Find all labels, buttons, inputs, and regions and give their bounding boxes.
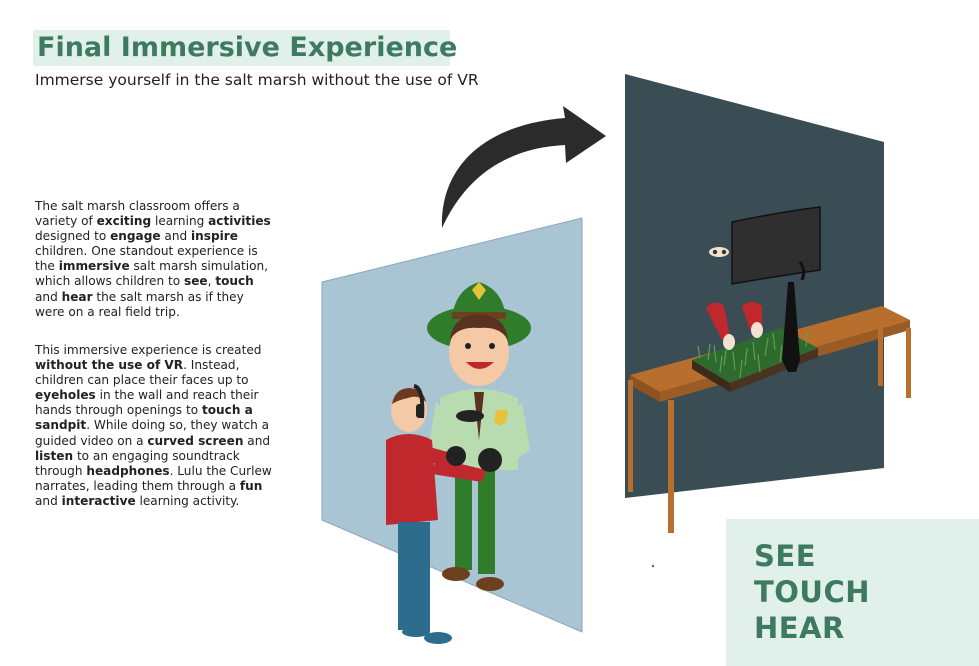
- cta-hear: HEAR: [754, 611, 845, 645]
- text-run: were on a real field trip.: [35, 304, 180, 319]
- text-line: The salt marsh classroom offers a: [35, 199, 275, 214]
- cta-see: SEE: [754, 539, 817, 573]
- text-run: narrates, leading them through a: [35, 478, 240, 493]
- text-run: children. One standout experience is: [35, 244, 258, 259]
- text-run: headphones: [86, 463, 170, 478]
- text-run: the salt marsh as if they: [92, 289, 244, 304]
- text-run: . Lulu the Curlew: [169, 463, 272, 478]
- text-line: This immersive experience is created: [35, 343, 275, 358]
- text-run: . Instead,: [183, 358, 240, 373]
- text-line: children can place their faces up to: [35, 373, 275, 388]
- child-character: [386, 384, 502, 644]
- cta-touch: TOUCH: [754, 575, 871, 609]
- text-run: learning activity.: [135, 493, 240, 508]
- ranger-character: [427, 282, 531, 591]
- description-paragraph-2: This immersive experience is created wit…: [35, 343, 275, 509]
- text-run: exciting: [96, 214, 152, 229]
- text-run: and: [35, 493, 62, 508]
- curved-arrow-icon: [441, 106, 606, 228]
- text-line: eyeholes in the wall and reach their: [35, 388, 275, 403]
- back-wall: [625, 74, 884, 498]
- text-run: hear: [61, 289, 93, 304]
- eyehole-eyes: [709, 247, 729, 257]
- text-run: which allows children to: [35, 274, 184, 289]
- text-line: narrates, leading them through a fun: [35, 479, 275, 494]
- text-run: and: [160, 229, 192, 244]
- text-run: guided video on a: [35, 433, 148, 448]
- text-run: see: [184, 274, 208, 289]
- text-run: fun: [239, 478, 263, 493]
- text-run: touch a: [201, 403, 253, 418]
- text-run: eyeholes: [35, 388, 96, 403]
- text-run: to an engaging soundtrack: [73, 448, 240, 463]
- text-line: hands through openings to touch a: [35, 403, 275, 418]
- text-run: interactive: [61, 493, 136, 508]
- text-run: in the wall and reach their: [95, 388, 259, 403]
- description-paragraph-1: The salt marsh classroom offers a variet…: [35, 199, 275, 320]
- text-line: through headphones. Lulu the Curlew: [35, 464, 275, 479]
- text-run: salt marsh simulation,: [129, 259, 269, 274]
- text-run: engage: [110, 229, 161, 244]
- text-run: hands through openings to: [35, 403, 202, 418]
- hands-through-wall: [706, 302, 763, 350]
- see-touch-hear-panel: SEE TOUCH HEAR: [726, 519, 979, 666]
- text-run: inspire: [191, 229, 238, 244]
- text-run: . While doing so, they watch a: [86, 418, 270, 433]
- text-run: This immersive experience is created: [35, 343, 262, 357]
- text-run: designed to: [35, 229, 111, 244]
- text-run: The salt marsh classroom offers a: [35, 199, 240, 213]
- text-line: designed to engage and inspire: [35, 229, 275, 244]
- text-run: variety of: [35, 214, 97, 229]
- text-run: learning: [151, 214, 209, 229]
- text-line: listen to an engaging soundtrack: [35, 449, 275, 464]
- text-line: sandpit. While doing so, they watch a: [35, 418, 275, 433]
- text-run: without the use of VR: [35, 358, 184, 373]
- text-run: through: [35, 463, 87, 478]
- text-run: and: [35, 289, 62, 304]
- text-line: which allows children to see, touch: [35, 274, 275, 289]
- text-line: variety of exciting learning activities: [35, 214, 275, 229]
- text-run: the: [35, 259, 59, 274]
- text-line: without the use of VR. Instead,: [35, 358, 275, 373]
- text-run: and: [243, 433, 271, 448]
- text-run: ,: [207, 274, 216, 289]
- text-line: children. One standout experience is: [35, 244, 275, 259]
- text-run: immersive: [58, 259, 130, 274]
- page-title: Final Immersive Experience: [37, 32, 458, 63]
- text-line: and interactive learning activity.: [35, 494, 275, 509]
- text-run: curved screen: [147, 433, 244, 448]
- text-run: listen: [35, 448, 74, 463]
- page-subtitle: Immerse yourself in the salt marsh witho…: [35, 71, 479, 89]
- text-run: children can place their faces up to: [35, 373, 249, 388]
- text-run: touch: [215, 274, 254, 289]
- title-highlight: Final Immersive Experience: [33, 30, 457, 66]
- text-run: sandpit: [35, 418, 87, 433]
- text-line: guided video on a curved screen and: [35, 434, 275, 449]
- text-line: and hear the salt marsh as if they: [35, 290, 275, 305]
- text-run: activities: [208, 214, 271, 229]
- curved-screen: [731, 206, 821, 372]
- text-line: the immersive salt marsh simulation,: [35, 259, 275, 274]
- text-line: were on a real field trip.: [35, 305, 275, 320]
